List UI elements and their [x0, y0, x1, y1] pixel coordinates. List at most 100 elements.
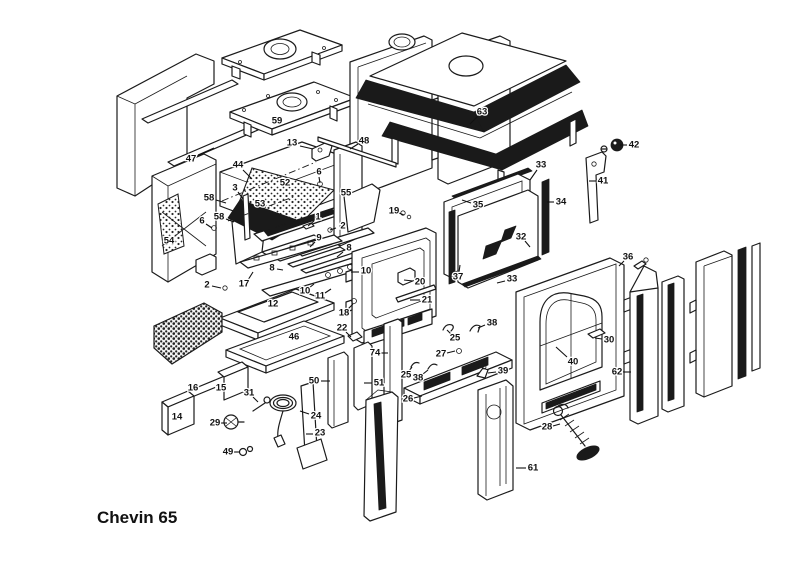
leader-line-40: [555, 346, 568, 358]
leader-line-26: [413, 395, 423, 399]
part-number-54: 54: [164, 236, 175, 247]
leader-line-33: [496, 280, 506, 284]
plinth-bar: [403, 323, 513, 405]
leader-line-2: [211, 285, 222, 289]
part-number-18: 18: [339, 308, 350, 319]
part-number-74: 74: [370, 348, 381, 359]
part-number-38: 38: [413, 373, 424, 384]
right-side-panels: [629, 242, 761, 425]
leader-line-25: [408, 366, 413, 372]
leader-line-24: [299, 410, 310, 415]
leader-line-47: [197, 147, 215, 156]
part-number-35: 35: [473, 200, 484, 211]
part-number-24: 24: [311, 411, 322, 422]
part-number-30: 30: [604, 335, 615, 346]
part-number-11: 11: [315, 291, 326, 302]
part-number-19: 19: [389, 206, 400, 217]
part-number-58: 58: [204, 193, 215, 204]
part-number-25: 25: [401, 370, 412, 381]
part-number-63: 63: [477, 107, 488, 118]
part-number-41: 41: [598, 176, 609, 187]
insulation-block: [153, 302, 223, 365]
leader-line-38: [422, 369, 429, 375]
leader-line-6: [205, 223, 213, 229]
leader-line-30: [594, 337, 603, 340]
vent-pillar-61: [477, 379, 514, 501]
part-number-52: 52: [280, 178, 291, 189]
inner-door-frame: [211, 181, 437, 347]
leader-line-6: [318, 176, 321, 184]
leader-line-11: [324, 288, 332, 294]
part-number-25: 25: [450, 333, 461, 344]
front-door: [515, 257, 633, 431]
leader-line-28: [552, 423, 561, 427]
part-number-10: 10: [361, 266, 372, 277]
leader-line-2: [329, 227, 337, 231]
part-number-6: 6: [316, 167, 321, 178]
leader-line-58: [215, 199, 227, 204]
leader-line-38: [477, 324, 486, 329]
part-number-37: 37: [453, 272, 464, 283]
ash-tray: [225, 320, 345, 374]
part-number-61: 61: [528, 463, 539, 474]
part-number-8: 8: [346, 243, 351, 254]
part-number-23: 23: [315, 428, 326, 439]
leader-line-8: [276, 268, 284, 271]
part-number-48: 48: [359, 136, 370, 147]
part-number-33: 33: [536, 160, 547, 171]
leader-line-58: [225, 218, 235, 223]
part-number-42: 42: [629, 140, 640, 151]
leader-line-20: [403, 279, 414, 282]
part-number-10: 10: [300, 286, 311, 297]
part-number-28: 28: [542, 422, 553, 433]
leader-line-22: [345, 331, 352, 338]
leader-line-8: [336, 251, 344, 258]
part-number-31: 31: [244, 388, 255, 399]
leader-line-31: [252, 396, 259, 403]
leader-line-32: [524, 240, 531, 248]
part-number-16: 16: [188, 383, 199, 394]
part-number-14: 14: [172, 412, 183, 423]
part-number-17: 17: [239, 279, 250, 290]
part-number-21: 21: [422, 295, 433, 306]
grate-assembly: [239, 227, 375, 297]
part-number-53: 53: [255, 199, 266, 210]
leg-brackets: [161, 361, 249, 436]
part-number-2: 2: [340, 221, 345, 232]
leader-line-10: [308, 283, 315, 289]
part-number-3: 3: [232, 183, 237, 194]
leader-line-35: [461, 199, 472, 204]
leader-line-27: [446, 350, 456, 354]
part-number-38: 38: [487, 318, 498, 329]
leader-line-44: [242, 169, 253, 180]
part-number-8: 8: [269, 263, 274, 274]
leader-line-63: [469, 115, 479, 125]
part-number-58: 58: [214, 212, 225, 223]
stove-top-assembly: [355, 32, 589, 195]
figure-caption: Chevin 65: [97, 508, 177, 527]
lifting-tool: [552, 403, 600, 461]
part-number-46: 46: [289, 332, 300, 343]
part-number-51: 51: [374, 378, 385, 389]
part-number-55: 55: [341, 188, 352, 199]
control-linkage: [223, 381, 328, 470]
leader-line-1: [307, 220, 315, 227]
part-number-33: 33: [507, 274, 518, 285]
part-number-29: 29: [210, 418, 221, 429]
part-number-26: 26: [403, 394, 414, 405]
part-number-9: 9: [316, 233, 321, 244]
blower-top-plate: [221, 29, 343, 81]
firebox-side-panel: [151, 153, 267, 283]
part-number-22: 22: [337, 323, 348, 334]
part-number-47: 47: [186, 154, 197, 165]
part-number-50: 50: [309, 376, 320, 387]
leader-line-9: [309, 241, 316, 248]
leader-line-39: [487, 371, 497, 374]
part-number-62: 62: [612, 367, 623, 378]
glass-panel-assembly: [443, 167, 550, 289]
outer-case-panel: [116, 53, 259, 197]
leader-line-18: [347, 303, 354, 310]
leader-line-13: [299, 145, 314, 150]
